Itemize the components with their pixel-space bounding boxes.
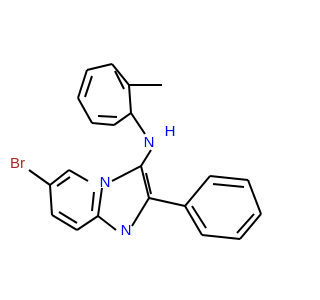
atom-label-n-amine: N <box>144 134 155 151</box>
bond <box>58 211 78 224</box>
bond <box>140 165 150 199</box>
molecule-canvas: Br N H N N <box>10 63 262 240</box>
bond <box>114 70 125 90</box>
bond <box>184 175 211 207</box>
atom-label-h-amine: H <box>165 123 176 140</box>
bond <box>49 184 53 216</box>
bond <box>128 84 132 114</box>
bond <box>91 122 115 126</box>
atom-label-br: Br <box>10 155 25 172</box>
bond <box>113 112 132 126</box>
bond <box>49 169 70 186</box>
bond <box>184 205 203 236</box>
bond <box>56 176 71 187</box>
bond <box>111 165 142 182</box>
bond <box>51 214 78 231</box>
bonds <box>28 63 262 240</box>
bond <box>247 179 262 215</box>
bond <box>212 183 245 188</box>
molecule-structure: Br N H N N <box>10 63 262 240</box>
bond <box>130 112 146 135</box>
bond <box>77 69 88 99</box>
bond <box>209 175 249 181</box>
bond <box>236 213 255 234</box>
bond <box>239 213 262 240</box>
bond <box>201 234 241 240</box>
bond <box>97 115 118 118</box>
bond <box>145 172 152 195</box>
bond <box>76 215 99 231</box>
bond <box>148 197 186 207</box>
bond <box>84 75 93 98</box>
bond <box>140 149 152 167</box>
bond <box>191 205 207 229</box>
bond <box>91 191 95 212</box>
bond <box>86 63 113 71</box>
bond <box>111 63 130 86</box>
bond <box>131 197 150 227</box>
atom-labels: Br N H N N <box>10 123 175 239</box>
bond <box>97 215 117 231</box>
bond <box>77 97 93 124</box>
bond <box>28 169 51 186</box>
bond <box>97 187 103 217</box>
atom-label-n-bridge: N <box>100 174 111 191</box>
atom-label-n-ring: N <box>121 222 132 239</box>
bond <box>68 169 89 182</box>
